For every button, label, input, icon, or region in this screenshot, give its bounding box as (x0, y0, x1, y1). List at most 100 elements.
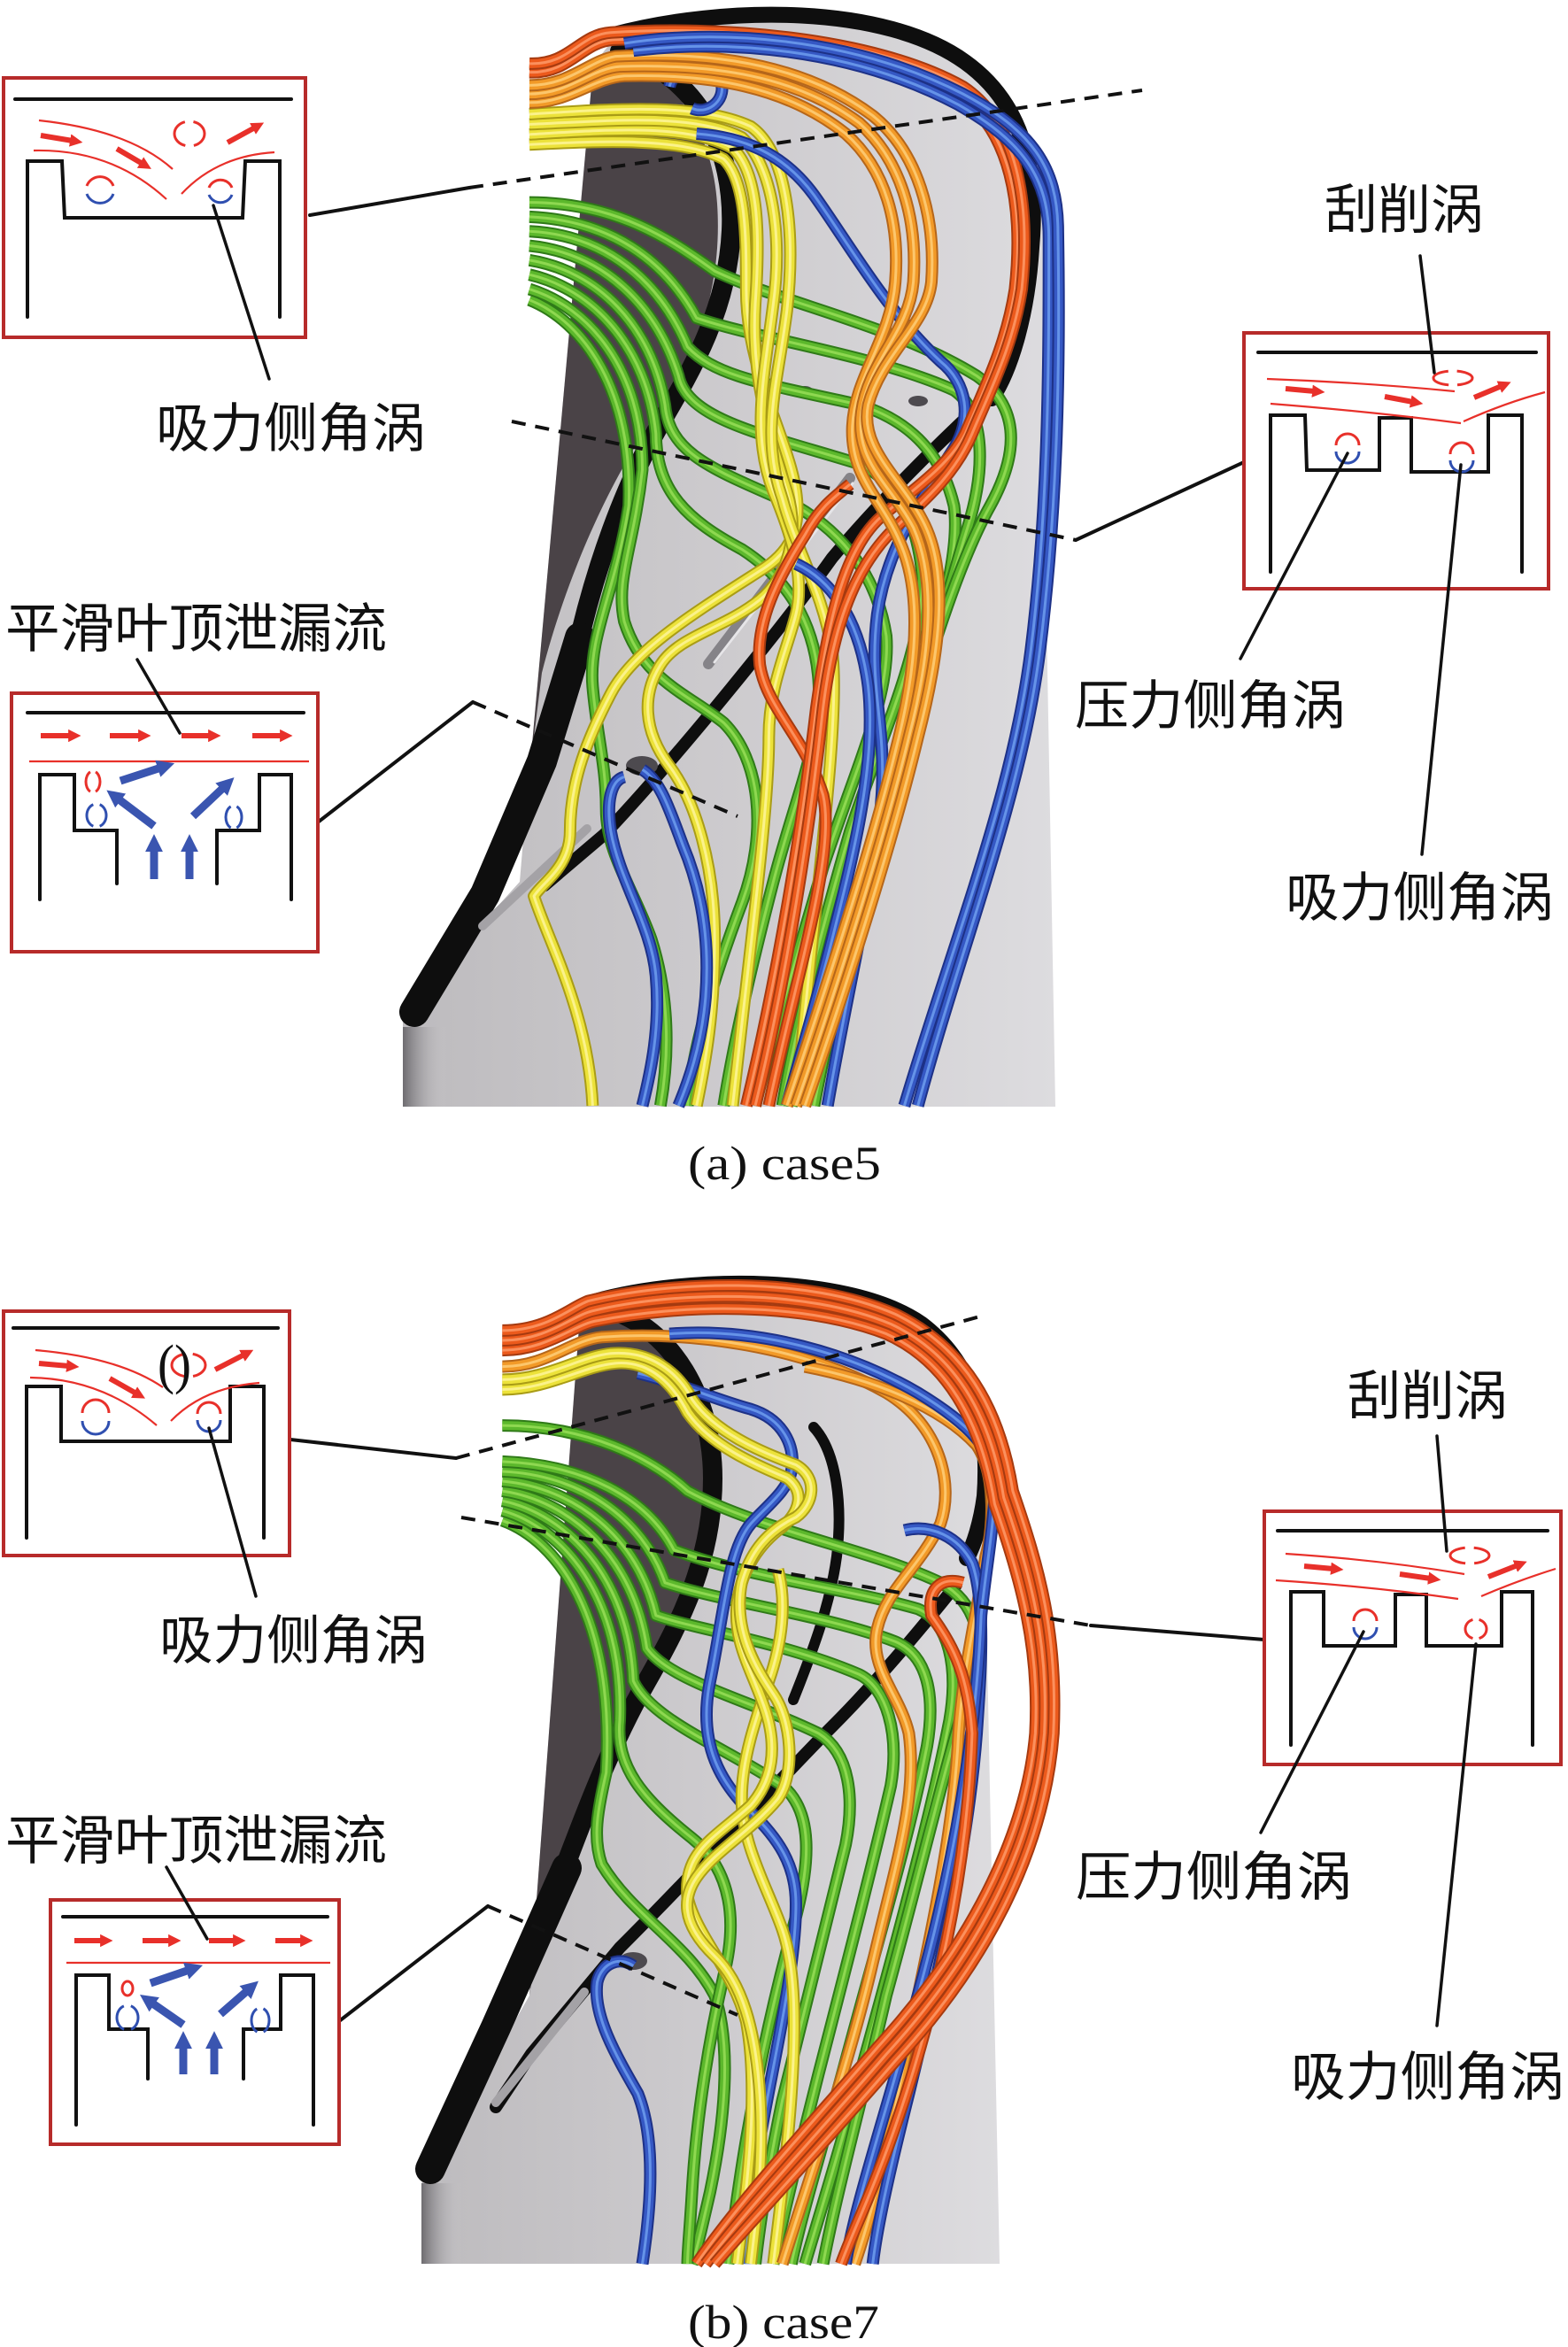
scraping-vortex-icon (170, 1352, 207, 1378)
leakage-streamline (38, 119, 174, 170)
inset-cavity-diagram-top-left: 吸力侧角涡 (2, 76, 426, 460)
streamline-yellow-highlight (529, 109, 834, 1106)
streamline-orange-highlight (529, 75, 915, 1105)
blade-side-shade (421, 2183, 462, 2264)
connector-line (308, 186, 471, 217)
leader-line (135, 658, 182, 735)
connector-line (337, 1904, 490, 2023)
panel-a: 吸力侧角涡 刮削涡 压力侧角涡 吸力侧角涡 (2, 6, 1554, 1190)
jet-arrow-icon (119, 760, 175, 785)
leakage-streamline (33, 149, 167, 200)
inset-border (1242, 331, 1550, 591)
inset-border (1263, 1509, 1563, 1766)
label-pressure-corner-vortex: 压力侧角涡 (1075, 676, 1346, 737)
streamline-orange-highlight (529, 55, 939, 1106)
leakage-streamline (1275, 1579, 1459, 1601)
streamline-red-highlight (760, 484, 851, 1106)
blade-tip-profile-right (215, 773, 293, 901)
inset-smooth-tip-diagram: 平滑叶顶泄漏流 (5, 598, 387, 953)
leader-line (165, 1865, 209, 1941)
label-suction-corner-vortex: 吸力侧角涡 (156, 398, 426, 460)
connector-dashed-line (455, 1315, 981, 1460)
leader-line (1418, 254, 1436, 374)
leader-line (1239, 452, 1349, 660)
inset-border (10, 691, 320, 953)
label-suction-corner-vortex: 吸力侧角涡 (1291, 2047, 1564, 2109)
leader-line (1435, 1434, 1448, 1553)
suction-corner-vortex-upper-icon (1448, 441, 1475, 455)
rim-slot (491, 1988, 589, 2107)
blade-tip-profile (25, 1385, 266, 1540)
panel-caption-b: (b) case7 (688, 2296, 879, 2347)
leakage-streamline (170, 1381, 260, 1422)
inset-border (2, 1309, 291, 1557)
leakage-streamline (29, 1376, 158, 1426)
label-suction-corner-vortex: 吸力侧角涡 (1286, 868, 1554, 930)
separation-vortex-icon (120, 1980, 135, 1997)
flow-arrow-icon (1303, 1562, 1344, 1575)
corner-vortex-lower-icon (81, 1420, 111, 1436)
connector-dashed-line (468, 89, 1143, 189)
blade-render-a (399, 6, 1059, 1107)
suction-side-squealer-rim (490, 1579, 962, 2113)
streamline-red-highlight (841, 1581, 972, 2264)
streamline-green-highlight (502, 1520, 724, 2264)
panel-b: () 吸力侧角涡 刮削涡 压力侧角涡 (2, 1276, 1564, 2347)
inset-smooth-tip-diagram: 平滑叶顶泄漏流 (5, 1810, 387, 2146)
pressure-corner-vortex-upper-icon (1352, 1608, 1379, 1622)
flow-arrow-icon (226, 122, 265, 145)
streamline-yellow-highlight (742, 1570, 794, 2264)
blade-tip-profile-right (242, 1973, 315, 2127)
label-scraping-vortex: 刮削涡 (1325, 180, 1484, 242)
leakage-streamline (35, 1348, 164, 1388)
streamline-yellow-highlight (529, 120, 799, 1106)
connector-dashed-line (511, 420, 1077, 542)
inset-border (2, 76, 307, 339)
corner-vortex-icon (250, 2006, 271, 2034)
blade-tip-profile (1269, 413, 1524, 574)
flow-arrow-icon (1487, 1560, 1527, 1579)
connector-line (317, 700, 475, 823)
flow-arrow-icon (40, 133, 83, 147)
jet-arrow-icon (189, 777, 235, 820)
label-scraping-vortex: 刮削涡 (1348, 1366, 1508, 1428)
streamline-green-highlight (529, 290, 758, 1106)
flow-arrow-icon (38, 1359, 80, 1372)
streamline-blue-highlight (643, 769, 707, 1106)
streamline-blue-highlight (597, 1961, 651, 2264)
streamline-orange-highlight (529, 66, 928, 1106)
jet-arrow-icon (218, 1980, 259, 2018)
leakage-streamline (1266, 377, 1456, 393)
leakage-streamline (1285, 1552, 1465, 1576)
pressure-side-squealer-rim-base (415, 1853, 582, 2184)
connector-dashed-line (460, 1516, 1092, 1627)
corner-vortex-icon (115, 2003, 140, 2032)
label-smooth-tip-leakage-flow: 平滑叶顶泄漏流 (5, 1810, 387, 1872)
inset-cavity-diagram-right: 刮削涡 压力侧角涡 吸力侧角涡 (1075, 180, 1554, 930)
streamline-green-highlight (502, 1481, 893, 2264)
jet-arrow-icon (139, 1994, 186, 2028)
streamline-green-highlight (502, 1491, 849, 2264)
label-pressure-corner-vortex: 压力侧角涡 (1076, 1847, 1352, 1909)
connector-dashed-line (472, 700, 738, 818)
blade-side-shade (403, 1027, 447, 1107)
flow-arrow-icon (108, 1376, 146, 1399)
blade-tip-profile-left (74, 1973, 150, 2127)
streamline-red-highlight (502, 1285, 1054, 2264)
corner-vortex-icon (224, 804, 243, 830)
blade-tip-profile-left (38, 773, 119, 901)
leakage-streamline (1270, 402, 1462, 425)
leader-line (1259, 1630, 1365, 1834)
streamline-blue-highlight (633, 46, 1048, 1106)
inset-border (49, 1898, 341, 2146)
suction-corner-vortex-lower-icon (1448, 459, 1475, 474)
streamline-yellow-highlight (529, 142, 798, 1106)
streamline-yellow-highlight (502, 1353, 811, 2264)
flow-arrow-icon (1399, 1571, 1441, 1585)
flow-arrow-icon (1472, 381, 1511, 400)
pressure-corner-vortex-lower-icon (1352, 1626, 1379, 1641)
scraping-vortex-glyph: () (158, 1335, 191, 1395)
streamline-red-highlight (502, 1296, 1045, 2264)
label-suction-corner-vortex: 吸力侧角涡 (159, 1610, 428, 1672)
